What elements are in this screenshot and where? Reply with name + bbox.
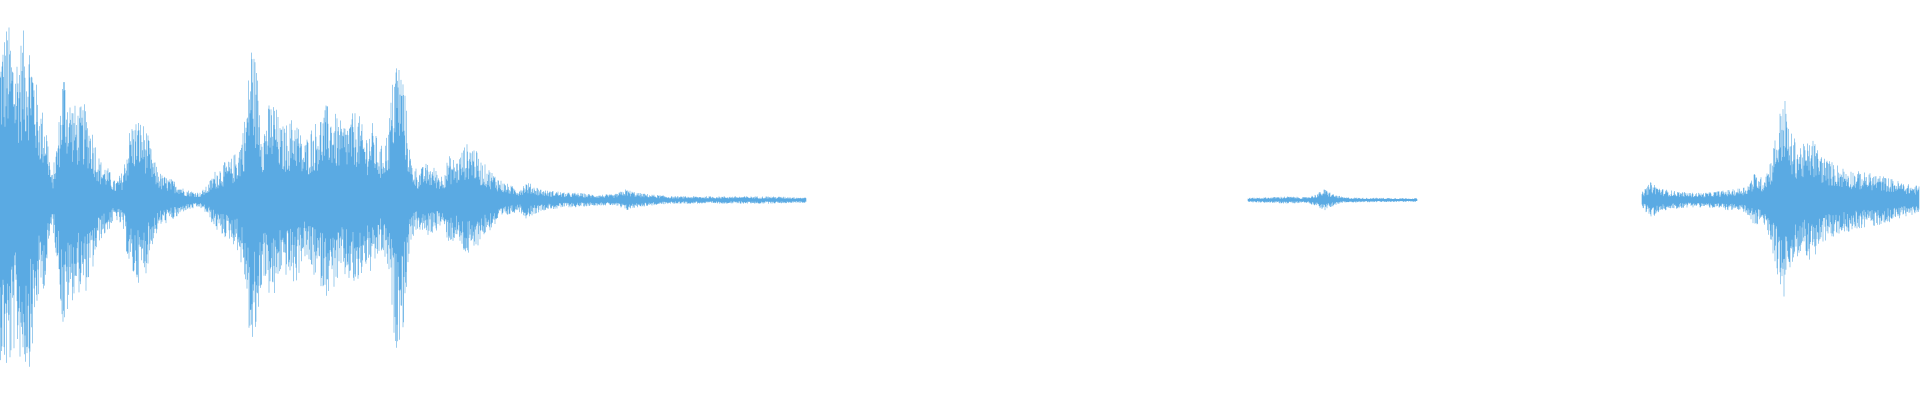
waveform-segment-1 [0,27,807,367]
waveform-segment-3 [1641,101,1920,297]
waveform-samples [1641,101,1920,297]
waveform-samples [0,27,807,367]
waveform-segment-2 [1247,189,1418,211]
